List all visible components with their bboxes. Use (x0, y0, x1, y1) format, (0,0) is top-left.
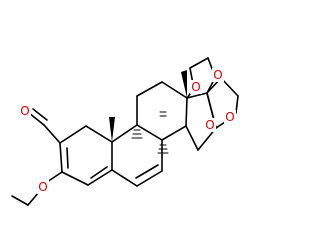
atom-label-background (190, 80, 202, 94)
methyl-wedge-c10 (109, 117, 115, 142)
atom-label: O (225, 110, 234, 124)
bond (189, 57, 209, 69)
atom-label: O (213, 68, 222, 82)
atom-label: O (191, 80, 200, 94)
bond (185, 97, 188, 127)
aldehyde-group (28, 108, 61, 144)
bond (11, 195, 29, 206)
bond (59, 142, 63, 173)
bond (59, 125, 87, 144)
double-bond-line (135, 164, 159, 179)
atom-label: O (205, 118, 214, 132)
bond (43, 124, 61, 144)
bond (28, 112, 45, 126)
bond (136, 81, 163, 97)
atom-label-background (19, 104, 31, 118)
stereo-hash-c14 (157, 144, 169, 154)
bond (235, 95, 239, 114)
atom-oxygen-dioxolane-2: O (212, 68, 224, 82)
bond (161, 125, 187, 141)
bond (136, 124, 163, 141)
methyl-wedge-c13 (181, 70, 187, 98)
bond (186, 92, 208, 99)
atom-oxygen-ethoxy: O (37, 180, 49, 194)
atom-label-background (204, 118, 216, 132)
atom-oxygen-dioxolane-1: O (190, 80, 202, 94)
bond (185, 125, 199, 151)
atom-label-background (37, 180, 49, 194)
stereo-hash-c8 (159, 111, 167, 117)
bond (161, 81, 188, 99)
bond (27, 191, 40, 206)
atom-oxygen-dioxolane-3: O (224, 110, 236, 124)
bond (87, 169, 113, 186)
molecule-structure-diagram: O O O O O O (11, 57, 239, 206)
bond (111, 169, 138, 187)
double-bond-line (90, 166, 108, 179)
ring-b (111, 124, 163, 187)
bond (111, 124, 138, 143)
bond (136, 170, 163, 187)
bond (61, 171, 89, 186)
bond (46, 171, 63, 183)
ring-c (136, 81, 188, 141)
ring-a (59, 125, 113, 186)
double-bond-line (32, 108, 48, 121)
atom-label: O (38, 180, 47, 194)
stereo-hash-c9 (131, 129, 143, 139)
atom-oxygen-aldehyde: O (19, 104, 31, 118)
bond (85, 125, 113, 143)
atom-label-background (224, 110, 236, 124)
atom-label: O (20, 104, 29, 118)
atom-label-background (212, 68, 224, 82)
double-bond-line (66, 147, 69, 169)
atom-oxygen-dioxolane-4: O (204, 118, 216, 132)
ethoxy-group (11, 171, 63, 206)
